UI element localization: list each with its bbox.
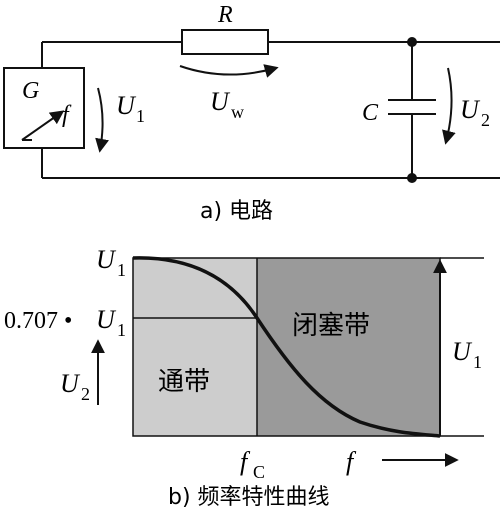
svg-text:C: C <box>253 462 265 482</box>
stopband-label: 闭塞带 <box>292 311 370 341</box>
svg-text:2: 2 <box>481 110 490 130</box>
passband-region <box>133 258 257 436</box>
uw-arrow-icon <box>179 64 279 78</box>
svg-text:U: U <box>60 369 81 398</box>
svg-text:U: U <box>460 95 481 124</box>
generator-box <box>3 67 85 149</box>
svg-text:1: 1 <box>117 320 126 340</box>
svg-text:1: 1 <box>473 352 482 372</box>
x-tick-fc: f C <box>240 447 265 482</box>
svg-text:U: U <box>96 305 117 334</box>
u2-label: U 2 <box>460 95 490 130</box>
uw-label: U w <box>210 87 244 122</box>
svg-text:U: U <box>452 337 473 366</box>
generator-label-f: f <box>62 102 72 128</box>
frequency-response-curve <box>132 256 441 438</box>
svg-text:U: U <box>210 87 231 116</box>
svg-text:2: 2 <box>81 384 90 404</box>
svg-text:1: 1 <box>136 106 145 126</box>
svg-text:U: U <box>116 91 137 120</box>
resistor-label: R <box>217 2 233 28</box>
y-tick-u1-top: U 1 <box>96 245 126 280</box>
svg-text:f: f <box>240 447 251 476</box>
circuit-diagram <box>3 29 500 179</box>
capacitor-label: C <box>362 100 379 126</box>
x-axis-label-f: f <box>346 447 357 476</box>
u1-arrow-icon <box>95 87 109 153</box>
svg-text:1: 1 <box>117 260 126 280</box>
u2-arrow-icon <box>442 67 456 145</box>
u1-label: U 1 <box>116 91 145 126</box>
resistor <box>181 29 269 55</box>
junction-dot-top <box>407 37 417 47</box>
svg-text:0.707 •: 0.707 • <box>4 308 72 334</box>
frequency-graph <box>91 256 484 467</box>
right-label-u1: U 1 <box>452 337 482 372</box>
junction-dot-bottom <box>407 173 417 183</box>
svg-text:w: w <box>231 102 244 122</box>
generator-label-g: G <box>22 78 39 104</box>
graph-caption: b) 频率特性曲线 <box>168 485 330 510</box>
y-tick-0707-u1: 0.707 • U 1 <box>4 305 126 340</box>
y-axis-label-u2: U 2 <box>60 369 90 404</box>
circuit-caption: a) 电路 <box>200 199 273 224</box>
generator-variable-arrow-icon <box>21 110 65 141</box>
svg-text:U: U <box>96 245 117 274</box>
stopband-region <box>257 258 440 436</box>
passband-label: 通带 <box>158 367 210 397</box>
